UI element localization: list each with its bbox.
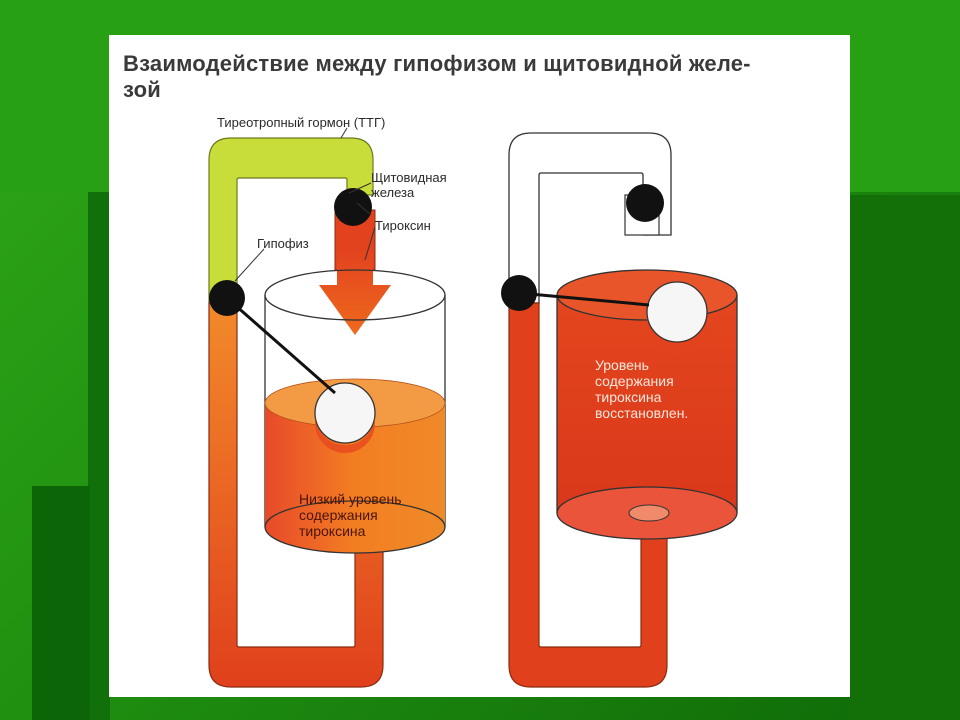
right-float-ball [646,281,708,343]
left-liquid [265,403,445,553]
label-ttg: Тиреотропный гормон (ТТГ) [217,115,386,130]
left-float-ball [314,382,376,444]
bg-band-left-lower [32,486,90,720]
label-thyroid: Щитовидная железа [371,170,447,200]
label-low-level: Низкий уровень содержания тироксина [299,491,402,539]
bg-band-right [850,195,960,720]
diagram-panel: Взаимодействие между гипофизом и щитовид… [109,35,850,697]
right-liquid [557,295,737,539]
bg-band-left [88,192,110,720]
diagram-title: Взаимодействие между гипофизом и щитовид… [123,51,751,102]
label-restored-level: Уровень содержания тироксина восстановле… [595,357,689,421]
thyroxine-arrow [319,250,391,335]
feedback-diagram [208,127,738,688]
pituitary-node [209,280,245,316]
thyroid-node [334,188,372,226]
right-thyroid-node [626,184,664,222]
label-thyroxine: Тироксин [375,218,431,233]
label-pituitary: Гипофиз [257,236,309,251]
right-pituitary-node [501,275,537,311]
